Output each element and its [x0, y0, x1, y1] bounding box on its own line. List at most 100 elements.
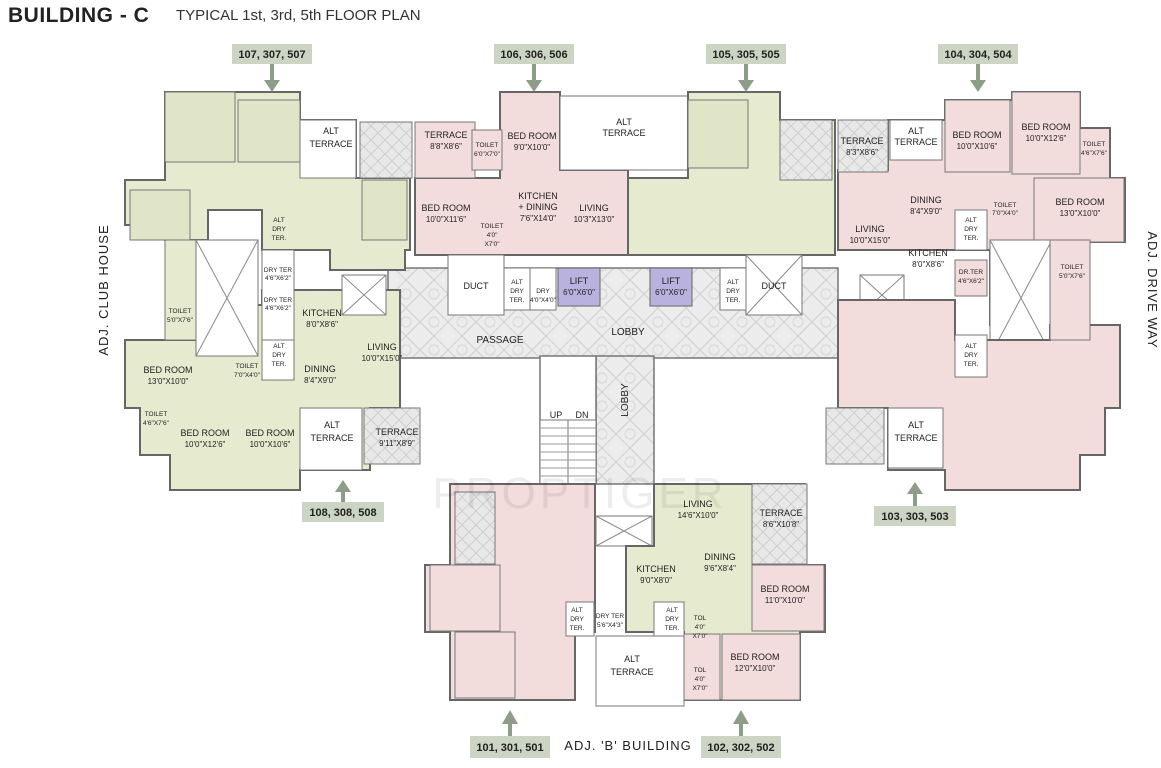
dim-108-toilet: 4'6"X7'6" [143, 420, 170, 427]
label-101-alt-dry-2: DRY [570, 616, 584, 623]
label-106-alt-terrace: TERRACE [602, 128, 645, 138]
unit-tag-bottom-1: 101, 301, 501 [470, 710, 550, 758]
dim-102-terrace: 8'6"X10'8" [763, 520, 799, 529]
label-lift-left: LIFT [570, 276, 589, 286]
label-107-dry: DRY [272, 226, 286, 233]
label-lobby-vertical: LOBBY [620, 383, 631, 417]
label-104-kitchen: KITCHEN [908, 248, 948, 258]
label-107-alt2: ALT [273, 343, 284, 350]
label-passage: PASSAGE [476, 335, 523, 346]
dim-106-kitchen: 7'6"X14'0" [520, 214, 556, 223]
tag-bottom-1-text: 101, 301, 501 [476, 742, 543, 754]
unit-102 [595, 483, 826, 707]
dim-106-toilet2b: X7'0" [484, 241, 500, 248]
label-106-kitchen-1: KITCHEN [518, 191, 558, 201]
dim-107-dryter2: 4'6"X6'2" [265, 305, 292, 312]
label-104-bed1: BED ROOM [952, 130, 1001, 140]
label-106-kitchen-2: + DINING [518, 202, 557, 212]
label-106-alt-dry-3: TER. [510, 297, 525, 304]
dim-104-toilet1: 4'6"X7'6" [1081, 150, 1108, 157]
dim-106-bed: 9'0"X10'0" [514, 143, 550, 152]
dim-lift-right: 6'0"X6'0" [655, 288, 687, 297]
dim-102-bed1: 11'0"X10'0" [765, 596, 805, 605]
dim-107-dining: 8'4"X9'0" [304, 376, 336, 385]
label-104-alt-terrace: TERRACE [894, 137, 937, 147]
label-lift-right: LIFT [662, 276, 681, 286]
label-102-living: LIVING [683, 499, 713, 509]
label-adj-right: ADJ. DRIVE WAY [1145, 231, 1160, 348]
label-107-dryter2: DRY TER [264, 297, 292, 304]
unit-106 [414, 91, 689, 316]
label-107-dining: DINING [304, 364, 336, 374]
dim-104-bed3: 13'0"X10'0" [1060, 209, 1101, 218]
label-102-bed2: BED ROOM [730, 652, 779, 662]
label-106-bed: BED ROOM [507, 131, 556, 141]
unit-tag-top-2: 106, 306, 506 [494, 44, 574, 92]
unit-tag-top-1: 107, 307, 507 [232, 44, 312, 92]
label-104-toilet2: TOILET [994, 202, 1017, 209]
label-107-alt: ALT [273, 217, 284, 224]
dim-107-living: 10'0"X15'0" [362, 354, 403, 363]
dim-104-living: 10'0"X15'0" [850, 236, 891, 245]
label-106-bed2: BED ROOM [421, 203, 470, 213]
label-107-ter: TER. [272, 235, 287, 242]
label-102-alt-dry-2: DRY [665, 616, 679, 623]
label-duct-right: DUCT [762, 281, 787, 291]
label-104-toilet1: TOILET [1083, 141, 1106, 148]
label-108-alt-terrace-2: TERRACE [310, 433, 353, 443]
dim-104-bed1: 10'0"X10'6" [957, 142, 998, 151]
unit-108 [124, 239, 421, 491]
dim-106-terrace: 8'8"X8'6" [430, 142, 462, 151]
tag-top-3-text: 105, 305, 505 [712, 49, 779, 61]
unit-104 [837, 91, 1126, 357]
label-106-dryter: DRY [536, 288, 550, 295]
dim-106-living: 10'3"X13'0" [574, 215, 615, 224]
dim-106-toilet: 6'0"X7'0" [474, 151, 501, 158]
label-adj-left: ADJ. CLUB HOUSE [96, 224, 111, 355]
label-105-alt-dry-2: DRY [726, 288, 740, 295]
label-104-alt-dry-3: TER. [964, 235, 979, 242]
label-107-toilet1: TOILET [169, 308, 192, 315]
label-108-bed1: BED ROOM [180, 428, 229, 438]
label-108-terrace: TERRACE [375, 427, 418, 437]
dim-104-terrace: 8'3"X8'6" [846, 148, 878, 157]
label-107-ter2: TER. [272, 361, 287, 368]
label-102-alt-dry-1: ALT [666, 607, 677, 614]
tag-left-bottom-text: 108, 308, 508 [309, 507, 376, 519]
dim-102-living: 14'6"X10'0" [678, 511, 719, 520]
dim-104-toilet2: 7'0"X4'0" [992, 210, 1019, 217]
label-lobby: LOBBY [611, 327, 645, 338]
tag-top-1-text: 107, 307, 507 [238, 49, 305, 61]
dim-102-kitchen: 9'0"X8'0" [640, 576, 672, 585]
label-107-toilet2: TOILET [236, 363, 259, 370]
dim-106-dryter: 4'0"X4'0" [530, 297, 557, 304]
dim-108-bed2: 10'0"X10'6" [250, 440, 291, 449]
label-105-alt-dry-3: TER. [726, 297, 741, 304]
tag-bottom-2-text: 102, 302, 502 [707, 742, 774, 754]
label-104-drter: DR.TER [959, 269, 984, 276]
dim-107-toilet1: 5'0"X7'6" [167, 317, 194, 324]
label-stair-up: UP [550, 410, 563, 420]
tag-right-bottom-text: 103, 303, 503 [881, 511, 948, 523]
label-102-dining: DINING [704, 552, 736, 562]
label-107-alt-terrace-1: ALT [323, 126, 339, 136]
label-107-dryter1: DRY TER [264, 267, 292, 274]
label-103-alt-dry-1: ALT [965, 343, 976, 350]
label-106-alt: ALT [616, 117, 632, 127]
dim-104-kitchen: 8'0"X8'6" [912, 260, 944, 269]
unit-107 [124, 91, 413, 271]
label-107-living: LIVING [367, 342, 397, 352]
label-102-terrace: TERRACE [759, 508, 802, 518]
label-104-bed2: BED ROOM [1021, 122, 1070, 132]
dim-107-dryter1: 4'6"X6'2" [265, 275, 292, 282]
label-104-dining: DINING [910, 195, 942, 205]
unit-105 [627, 91, 836, 316]
label-102-alt-dry-3: TER. [665, 625, 680, 632]
label-105-alt-dry-1: ALT [727, 279, 738, 286]
label-stair-down: DN [576, 410, 589, 420]
tag-top-2-text: 106, 306, 506 [500, 49, 567, 61]
label-102-dryter: DRY TER [596, 613, 624, 620]
unit-tag-top-4: 104, 304, 504 [938, 44, 1018, 92]
label-108-toilet: TOILET [145, 411, 168, 418]
